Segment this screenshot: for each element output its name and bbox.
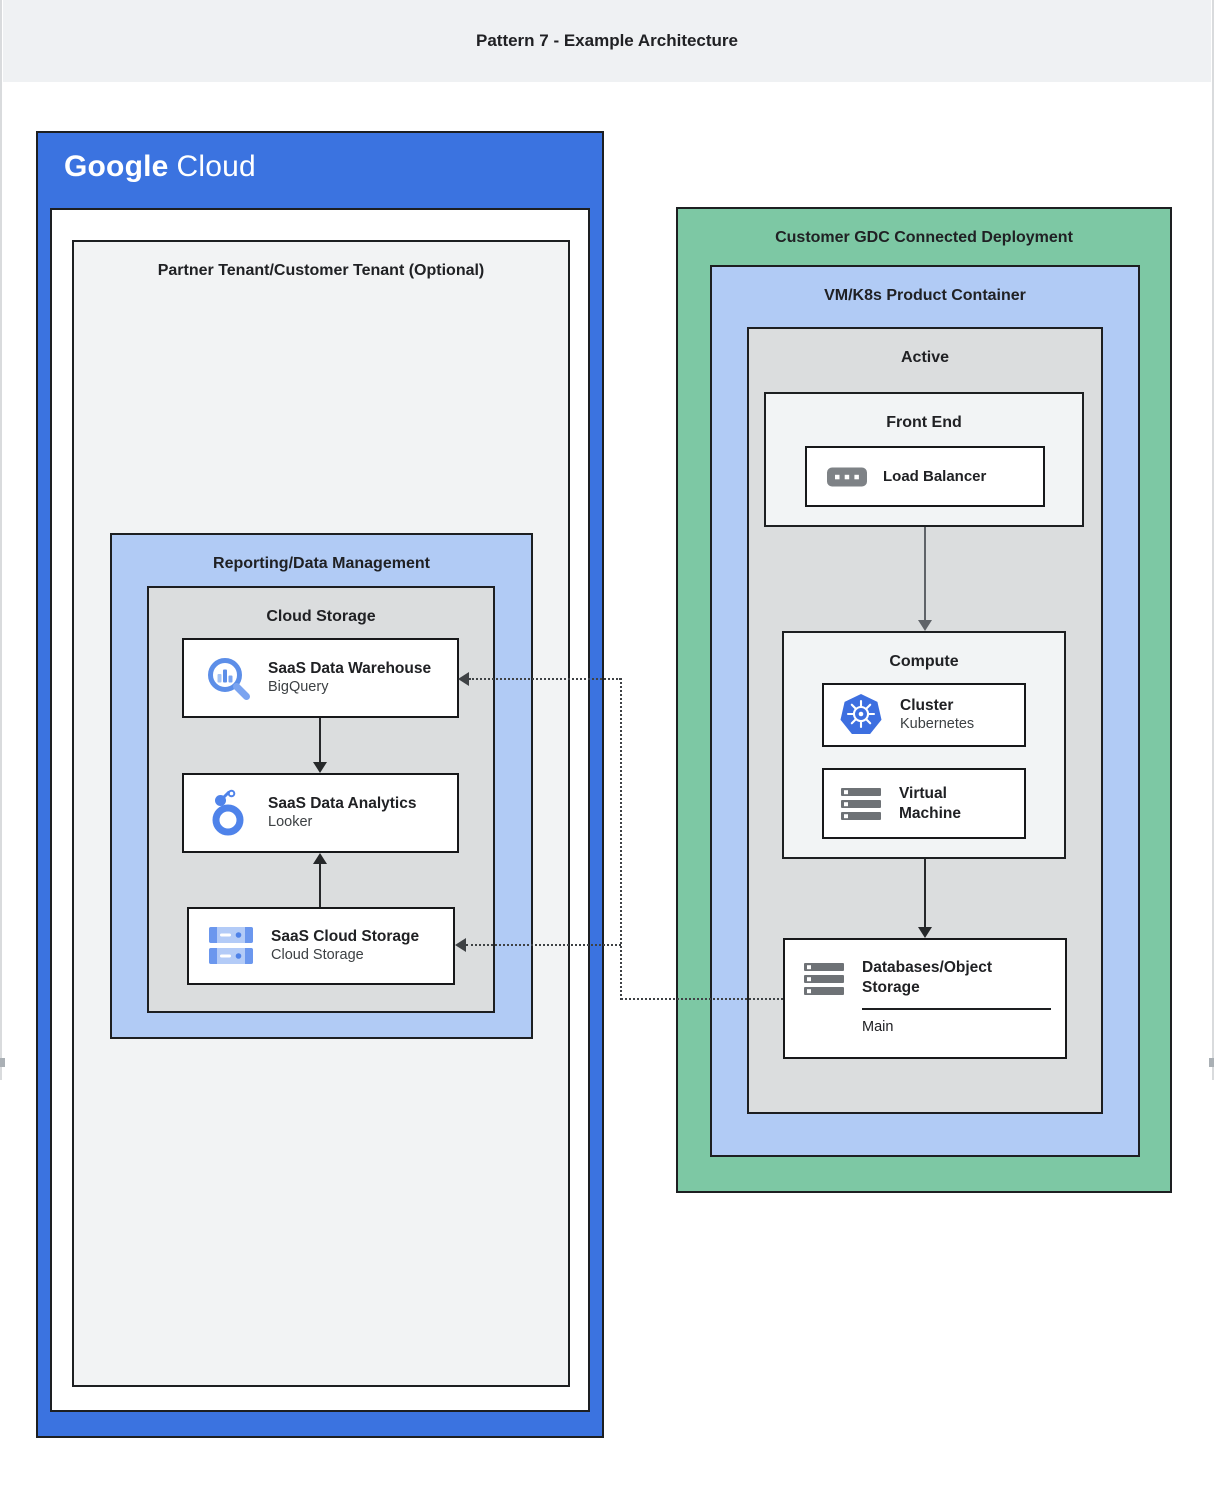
- dotted-line-warehouse: [469, 678, 621, 680]
- saas-data-analytics-title: SaaS Data Analytics: [268, 794, 417, 812]
- virtual-machine-card: Virtual Machine: [822, 768, 1026, 839]
- logo-google-text: Google: [64, 150, 169, 183]
- page-title: Pattern 7 - Example Architecture: [475, 31, 738, 50]
- arrow-storage-to-analytics: [319, 864, 321, 907]
- active-title: Active: [900, 349, 950, 366]
- arrowhead-down-icon: [313, 762, 327, 773]
- saas-data-warehouse-card: SaaS Data Warehouse BigQuery: [182, 638, 459, 718]
- dotted-line-vertical: [620, 678, 622, 1000]
- header-bar: Pattern 7 - Example Architecture: [3, 0, 1211, 82]
- dotted-line-cloud-storage: [466, 944, 621, 946]
- cluster-title: Cluster: [900, 696, 954, 714]
- load-balancer-card: Load Balancer: [805, 446, 1045, 507]
- saas-cloud-storage-card: SaaS Cloud Storage Cloud Storage: [187, 907, 455, 985]
- saas-data-analytics-card: SaaS Data Analytics Looker: [182, 773, 459, 853]
- arrowhead-down-icon: [918, 620, 932, 631]
- saas-data-analytics-subtitle: Looker: [268, 814, 313, 831]
- cluster-card: Cluster Kubernetes: [822, 683, 1026, 747]
- cloud-storage-group-title: Cloud Storage: [266, 608, 376, 625]
- dotted-line-databases: [621, 998, 783, 1000]
- cloud-storage-icon: [207, 924, 255, 968]
- dotted-arrowhead-left-icon: [455, 938, 466, 952]
- databases-divider: [862, 1007, 1051, 1010]
- page-left-edge: [0, 0, 2, 1080]
- arrow-warehouse-to-analytics: [319, 718, 321, 763]
- databases-main-label: Main: [862, 1018, 894, 1035]
- saas-data-warehouse-title: SaaS Data Warehouse: [268, 659, 432, 677]
- vm-k8s-container-title: VM/K8s Product Container: [824, 287, 1026, 304]
- logo-cloud-text: Cloud: [176, 150, 256, 183]
- arrowhead-down-icon: [918, 927, 932, 938]
- saas-cloud-storage-subtitle: Cloud Storage: [271, 947, 364, 964]
- front-end-title: Front End: [886, 414, 962, 431]
- virtual-machine-title: Virtual Machine: [899, 784, 962, 822]
- dotted-arrowhead-left-icon: [458, 672, 469, 686]
- partner-tenant-title: Partner Tenant/Customer Tenant (Optional…: [157, 262, 485, 279]
- looker-icon: [204, 789, 252, 837]
- object-storage-icon: [802, 962, 846, 996]
- databases-object-storage-card: Databases/Object Storage Main: [783, 938, 1067, 1059]
- load-balancer-icon: [827, 467, 867, 487]
- bigquery-icon: [204, 654, 252, 702]
- page-right-tick: [1209, 1058, 1214, 1067]
- reporting-title: Reporting/Data Management: [213, 555, 430, 572]
- load-balancer-title: Load Balancer: [883, 467, 987, 485]
- arrowhead-up-icon: [313, 853, 327, 864]
- compute-title: Compute: [889, 653, 959, 670]
- cluster-subtitle: Kubernetes: [900, 716, 975, 733]
- saas-cloud-storage-title: SaaS Cloud Storage: [271, 927, 420, 945]
- arrow-compute-to-databases: [924, 859, 926, 927]
- page-left-tick: [0, 1058, 5, 1067]
- databases-title: Databases/Object Storage: [862, 959, 993, 996]
- virtual-machine-icon: [839, 787, 883, 821]
- saas-data-warehouse-subtitle: BigQuery: [268, 679, 329, 696]
- page-right-edge: [1212, 0, 1214, 1080]
- gdc-deployment-title: Customer GDC Connected Deployment: [775, 229, 1073, 246]
- kubernetes-icon: [838, 693, 884, 737]
- arrow-frontend-to-compute: [924, 527, 926, 621]
